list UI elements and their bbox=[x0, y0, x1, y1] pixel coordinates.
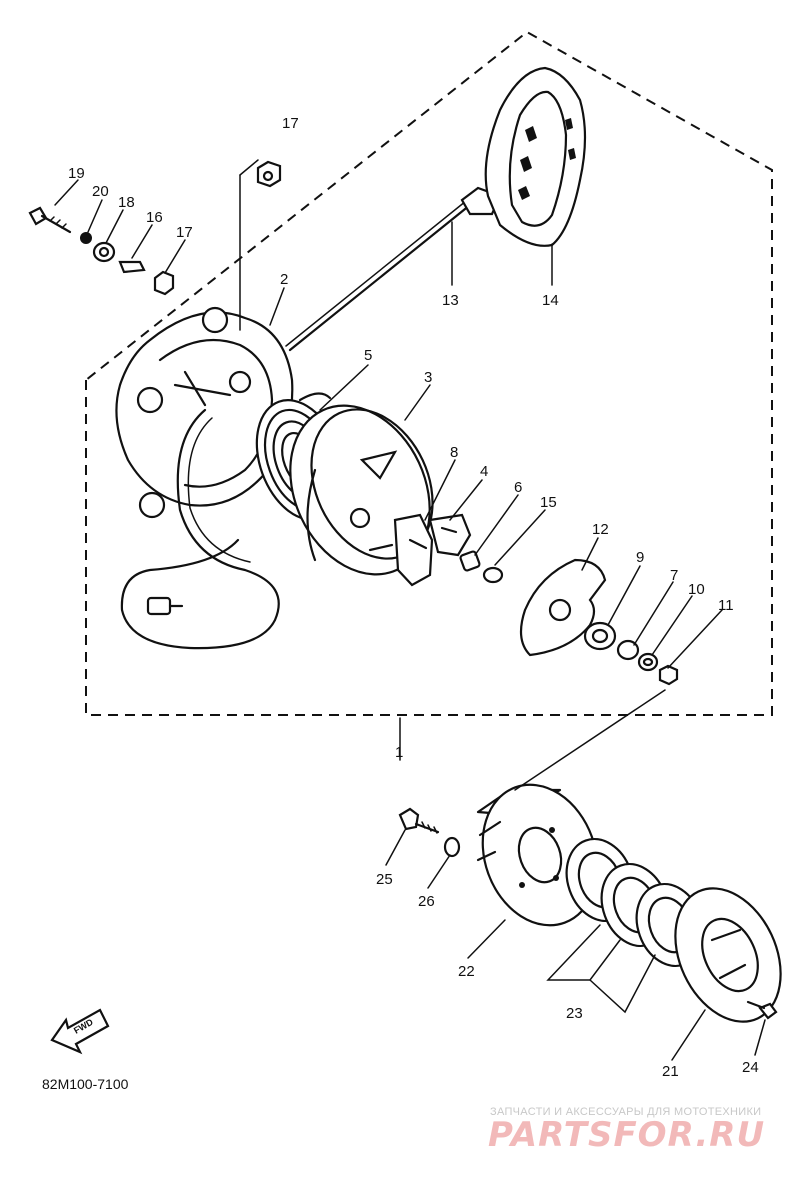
label-9: 9 bbox=[636, 549, 644, 566]
label-1: 1 bbox=[395, 744, 403, 761]
label-24: 24 bbox=[742, 1059, 759, 1076]
label-17-left: 17 bbox=[176, 224, 193, 241]
part-number-labels: 17 19 20 18 16 17 2 13 14 5 3 8 4 6 15 1… bbox=[68, 115, 759, 1080]
label-7: 7 bbox=[670, 567, 678, 584]
label-13: 13 bbox=[442, 292, 459, 309]
label-22: 22 bbox=[458, 963, 475, 980]
label-3: 3 bbox=[424, 369, 432, 386]
label-19: 19 bbox=[68, 165, 85, 182]
magneto-assembly bbox=[398, 783, 782, 1023]
label-8: 8 bbox=[450, 444, 458, 461]
starter-case bbox=[115, 306, 294, 519]
label-12: 12 bbox=[592, 521, 609, 538]
label-25: 25 bbox=[376, 871, 393, 888]
leader-lines bbox=[54, 159, 766, 1061]
label-20: 20 bbox=[92, 183, 109, 200]
label-21: 21 bbox=[662, 1063, 679, 1080]
label-16: 16 bbox=[146, 209, 163, 226]
label-11: 11 bbox=[718, 597, 734, 614]
ratchet-assembly bbox=[393, 513, 504, 587]
starter-rope-handle bbox=[285, 66, 587, 352]
forward-direction-arrow: FWD bbox=[50, 1008, 110, 1055]
hose-loop bbox=[120, 408, 280, 650]
label-17-top: 17 bbox=[282, 115, 299, 132]
label-18: 18 bbox=[118, 194, 135, 211]
label-15: 15 bbox=[540, 494, 557, 511]
assembly-boundary bbox=[85, 30, 773, 716]
label-5: 5 bbox=[364, 347, 372, 364]
label-4: 4 bbox=[480, 463, 488, 480]
friction-plate bbox=[519, 558, 607, 657]
watermark-tagline: ЗАПЧАСТИ И АКСЕССУАРЫ ДЛЯ МОТОТЕХНИКИ bbox=[490, 1106, 761, 1118]
figure-code: 82M100-7100 bbox=[42, 1076, 129, 1092]
label-10: 10 bbox=[688, 581, 705, 598]
mounting-hardware bbox=[28, 160, 282, 296]
watermark: ЗАПЧАСТИ И АКСЕССУАРЫ ДЛЯ МОТОТЕХНИКИ PA… bbox=[488, 1106, 765, 1155]
label-26: 26 bbox=[418, 893, 435, 910]
washers-and-nut bbox=[583, 621, 679, 686]
label-2: 2 bbox=[280, 271, 288, 288]
label-14: 14 bbox=[542, 292, 559, 309]
label-23: 23 bbox=[566, 1005, 583, 1022]
watermark-brand: PARTSFOR.RU bbox=[488, 1115, 765, 1155]
label-6: 6 bbox=[514, 479, 522, 496]
